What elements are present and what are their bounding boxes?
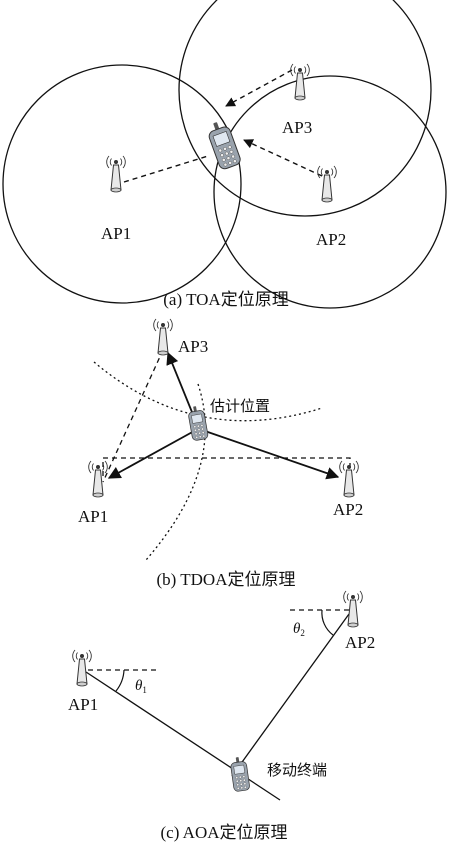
tdoa-hyperbola-upper <box>93 361 323 422</box>
ap3-label: AP3 <box>282 118 312 137</box>
ap3-dashed-arrow <box>225 69 293 107</box>
aoa-panel: θ1 θ2 AP2 AP1 移动终端 (c) AOA定位原理 <box>68 590 375 842</box>
ap1-tower-icon <box>106 155 126 193</box>
tdoa-caption: (b) TDOA定位原理 <box>157 570 296 589</box>
estimated-position-label: 估计位置 <box>210 397 270 415</box>
ap1-dashed-path <box>123 155 209 183</box>
ap2-tower-icon <box>339 460 359 498</box>
tdoa-hyperbola-lower <box>145 383 206 561</box>
mobile-terminal-label: 移动终端 <box>267 761 327 779</box>
ap1-bearing-line <box>85 671 281 801</box>
ap2-tower-icon <box>343 590 363 628</box>
ap2-dashed-arrow <box>243 139 323 177</box>
arrow-to-ap2 <box>201 429 340 480</box>
ap2-label: AP2 <box>345 633 375 652</box>
ap2-tower-icon <box>317 165 337 203</box>
ap1-range-circle <box>2 64 242 304</box>
ap2-bearing-line <box>231 613 350 777</box>
mobile-phone-icon <box>204 118 243 171</box>
ap2-label: AP2 <box>333 500 363 519</box>
ap2-label: AP2 <box>316 230 346 249</box>
theta1-label: θ1 <box>135 678 147 695</box>
arrow-to-ap3 <box>166 351 197 423</box>
tdoa-panel: AP3 估计位置 AP1 AP2 (b) TDOA定位原理 <box>78 318 363 589</box>
theta2-angle-arc <box>321 609 334 636</box>
aoa-caption: (c) AOA定位原理 <box>160 823 287 842</box>
theta2-label: θ2 <box>293 621 305 638</box>
ap1-tower-icon <box>72 649 92 687</box>
ap1-tower-icon <box>88 460 108 498</box>
ap1-label: AP1 <box>68 695 98 714</box>
theta1-angle-arc <box>115 669 125 692</box>
ap3-tower-icon <box>153 318 173 356</box>
toa-panel: AP1 AP3 AP2 (a) TOA定位原理 <box>2 0 447 309</box>
mobile-terminal-icon <box>229 755 251 793</box>
toa-caption: (a) TOA定位原理 <box>163 290 288 309</box>
arrow-to-ap1 <box>107 429 197 479</box>
ap1-label: AP1 <box>78 507 108 526</box>
ap3-ap1-dashed-line <box>102 349 164 483</box>
ap2-range-circle <box>213 75 447 309</box>
ap3-range-circle <box>178 0 432 217</box>
ap3-label: AP3 <box>178 337 208 356</box>
ap1-label: AP1 <box>101 224 131 243</box>
